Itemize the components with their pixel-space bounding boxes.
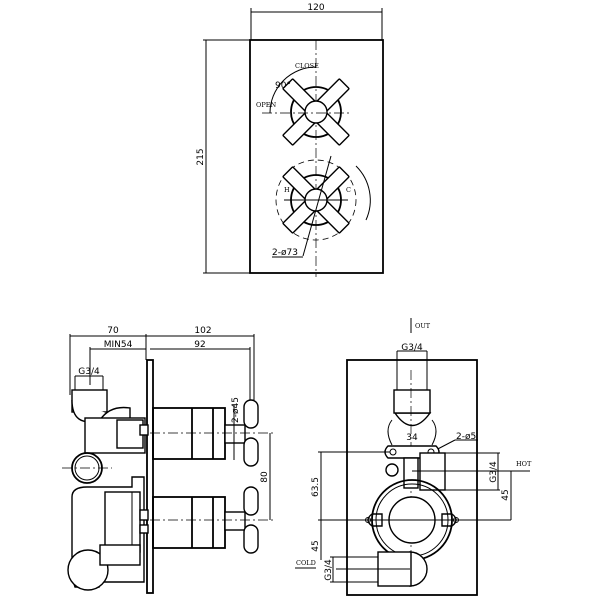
- front-view: 120 215 CLOSE 90° OPEN: [196, 3, 384, 277]
- min-depth-dim: MIN54: [104, 340, 133, 350]
- front-plate-outline: [249, 39, 384, 274]
- close-label: CLOSE: [295, 62, 319, 70]
- open-label: OPEN: [256, 101, 276, 109]
- wall-plate: [146, 359, 154, 594]
- out-thread-label: G3/4: [401, 343, 423, 353]
- thermostatic-handle: [272, 155, 371, 258]
- rotation-arc: [269, 66, 317, 114]
- handle-dia-note: 2-ø45: [231, 397, 241, 423]
- front-width-dim: 120: [307, 3, 324, 13]
- cartridge-body: [318, 479, 511, 561]
- diverter-handle: [262, 66, 350, 146]
- lower-offset-dim: 45: [311, 540, 321, 551]
- leader-line: [302, 155, 332, 257]
- hot-thread-label: G3/4: [489, 461, 499, 483]
- temperature-arc: [355, 165, 371, 221]
- lower-handle-side: [150, 486, 275, 554]
- handle-spacing-dim: 80: [260, 471, 270, 483]
- projection-dim: 102: [194, 326, 211, 336]
- rear-view: OUT G3/4 34 2-ø5 G3/4 HOT 45: [295, 318, 532, 596]
- hot-offset-dim: 45: [501, 489, 511, 500]
- cold-label: COLD: [296, 559, 316, 567]
- cold-thread-label: G3/4: [324, 559, 334, 581]
- rear-plate-outline: [346, 359, 478, 596]
- upper-offset-dim: 63.5: [311, 477, 321, 497]
- width-34-dim: 34: [406, 433, 418, 443]
- cold-mark: C: [346, 186, 351, 194]
- out-label: OUT: [415, 322, 431, 330]
- diameter-note: 2-ø73: [272, 248, 298, 258]
- angle-label: 90°: [275, 81, 291, 91]
- front-height-dim: 215: [196, 148, 206, 165]
- valve-body: [62, 389, 149, 591]
- handle-projection-dim: 92: [194, 340, 205, 350]
- body-depth-dim: 70: [107, 326, 119, 336]
- upper-handle-side: [150, 399, 275, 467]
- side-thread-label: G3/4: [78, 367, 100, 377]
- hole-note: 2-ø5: [456, 432, 476, 442]
- hot-label: HOT: [516, 460, 532, 468]
- side-view: 70 102 MIN54 92 G3/4: [62, 326, 275, 594]
- hot-mark: H: [284, 186, 290, 194]
